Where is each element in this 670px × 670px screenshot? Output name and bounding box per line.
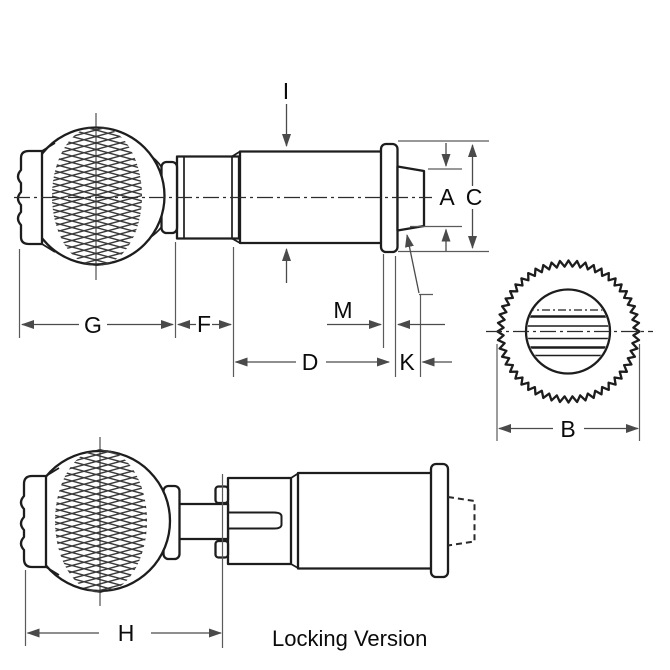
hidden-tip-retracted [447,496,476,547]
dim-label-b: B [560,416,575,442]
lock-cap-chamfers [45,467,60,576]
lock-flange [429,462,450,579]
dim-label-k: K [399,349,415,375]
dim-label-d: D [302,349,319,375]
dim-F: F [177,311,232,337]
dim-label-a: A [439,184,455,210]
dim-B: B [498,416,639,442]
dim-label-f: F [197,311,211,337]
knurl-texture [52,126,142,266]
dim-A-C: A C [398,140,489,253]
tip-leader-arrow [405,234,420,294]
dim-label-i: I [283,78,289,104]
mid-chamfer-lines [231,150,241,244]
dim-a-ticks [410,168,462,228]
dim-D: D [234,349,390,375]
lock-knurl-texture [55,449,147,593]
dim-label-m: M [333,297,352,323]
dim-b-extension-lines [496,344,641,441]
lock-body-chamfer [290,472,299,569]
dim-K: K [399,349,452,375]
cap-chamfers [41,142,56,253]
dim-G: G [21,312,174,338]
top-view: I A C G [14,78,489,377]
lock-knob-end-cap [19,474,48,569]
ext-line-tip-end [419,293,433,377]
end-view: B [486,259,653,442]
dim-label-c: C [466,184,483,210]
locking-view: H Locking Version [19,437,476,651]
dim-M: M [327,297,445,329]
lock-body-main [296,471,434,570]
plunger-tip [396,165,426,232]
lock-clip-top [214,485,230,505]
hub-slot-lines [527,309,609,357]
dim-I: I [282,78,291,283]
lock-clip-bottom [214,539,230,559]
dim-H: H [26,620,222,646]
locking-slot [226,511,283,530]
dim-label-h: H [118,620,135,646]
locking-version-caption: Locking Version [272,626,427,651]
lock-shaft [177,502,230,541]
dim-label-g: G [84,312,102,338]
dim-c-ticks [398,140,489,253]
